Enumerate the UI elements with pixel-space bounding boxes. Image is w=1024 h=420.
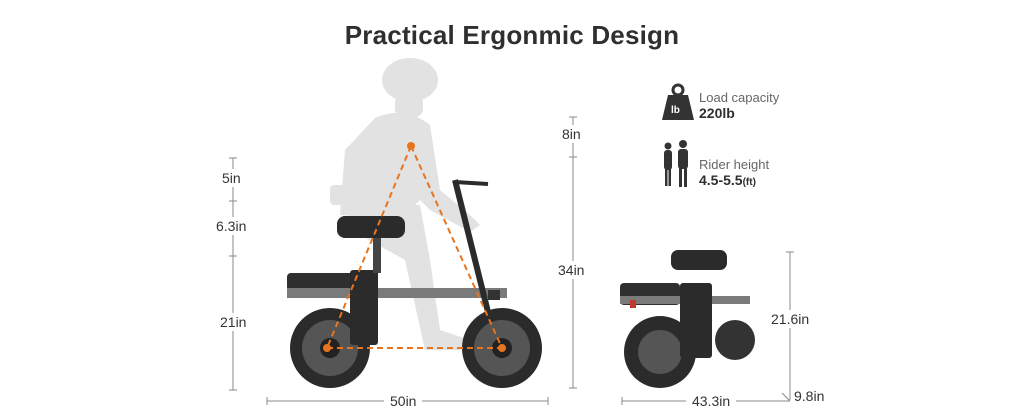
dim-folded-width: 9.8in [794, 387, 825, 405]
svg-text:lb: lb [671, 105, 680, 116]
dim-handle-adjust: 8in [562, 125, 581, 143]
load-capacity-spec: Load capacity 220lb [699, 90, 779, 121]
left-dimension-line [229, 157, 237, 391]
load-capacity-value: 220lb [699, 105, 735, 121]
dim-seat-height: 21in [220, 313, 247, 331]
weight-icon: lb [662, 83, 694, 120]
ergonomic-triangle [326, 145, 503, 349]
folded-bike [620, 250, 755, 388]
dim-handlebar-gap: 5in [222, 169, 241, 187]
dim-total-length: 50in [384, 392, 423, 410]
load-capacity-label: Load capacity [699, 90, 780, 105]
dim-folded-height: 21.6in [771, 310, 810, 328]
page-title: Practical Ergonmic Design [344, 20, 680, 50]
dim-folded-length: 43.3in [686, 392, 737, 410]
rider-height-label: Rider height [699, 157, 770, 172]
riders-icon [664, 140, 688, 187]
dim-total-height: 34in [558, 261, 585, 279]
rider-height-spec: Rider height 4.5-5.5(ft) [699, 157, 769, 188]
rider-height-value: 4.5-5.5(ft) [699, 172, 756, 188]
right-dimension-line [569, 116, 577, 389]
dim-seat-adjust: 6.3in [216, 217, 247, 235]
